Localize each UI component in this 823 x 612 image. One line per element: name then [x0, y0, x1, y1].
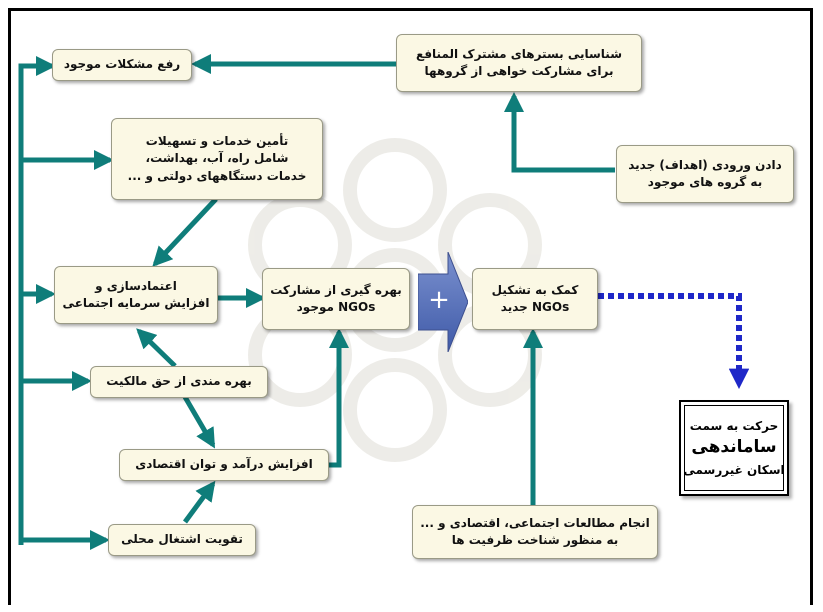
box-studies: انجام مطالعات اجتماعی، اقتصادی و ... به … — [412, 505, 658, 559]
diagram-frame — [8, 8, 813, 605]
box-use-ngos-line1: بهره گیری از مشارکت — [270, 282, 402, 297]
box-new-input-line1: دادن ورودی (اهداف) جدید — [628, 157, 782, 172]
box-use-ngos: بهره گیری از مشارکت NGOs موجود — [262, 268, 410, 330]
box-identify-common-line1: شناسایی بسترهای مشترک المنافع — [416, 46, 623, 61]
final-box: حرکت به سمت ساماندهی اسکان غیررسمی — [679, 400, 789, 496]
arrow-income-to-useNGOs — [328, 328, 349, 468]
box-ownership: بهره مندی از حق مالکیت — [90, 366, 268, 398]
final-line3: اسکان غیررسمی — [683, 462, 785, 477]
box-help-new-ngos: کمک به تشکیل NGOs جدید — [472, 268, 598, 330]
box-new-input-line2: به گروه های موجود — [647, 175, 763, 189]
box-trust-line1: اعتمادسازی و — [95, 278, 177, 293]
box-studies-line2: به منظور شناخت ظرفیت ها — [451, 533, 619, 547]
box-help-new-ngos-line1: کمک به تشکیل — [491, 282, 579, 297]
arrow-newinput-to-identify — [504, 92, 615, 173]
box-help-new-ngos-line2: NGOs جدید — [500, 300, 570, 314]
box-services-line2: شامل راه، آب، بهداشت، — [145, 151, 289, 166]
box-income: افزایش درآمد و توان اقتصادی — [119, 449, 329, 481]
box-services: تأمین خدمات و تسهیلات شامل راه، آب، بهدا… — [111, 118, 323, 200]
plus-arrow-shape — [418, 252, 468, 352]
box-ownership-text: بهره مندی از حق مالکیت — [106, 374, 252, 389]
box-remove-problems: رفع مشکلات موجود — [52, 49, 192, 81]
arrow-trunk-to-remove — [18, 56, 56, 545]
box-employment-text: تقویت اشتغال محلی — [121, 532, 243, 547]
box-remove-problems-text: رفع مشکلات موجود — [63, 57, 181, 72]
arrow-employment-to-income — [182, 480, 216, 524]
box-studies-line1: انجام مطالعات اجتماعی، اقتصادی و ... — [420, 515, 650, 530]
arrow-services-to-trust — [152, 197, 218, 267]
box-services-line1: تأمین خدمات و تسهیلات — [145, 133, 289, 148]
box-trust-building: اعتمادسازی و افزایش سرمایه اجتماعی — [54, 266, 218, 324]
box-identify-common: شناسایی بسترهای مشترک المنافع برای مشارک… — [396, 34, 642, 92]
box-employment: تقویت اشتغال محلی — [108, 524, 256, 556]
final-line2: ساماندهی — [691, 437, 777, 458]
box-services-line3: خدمات دستگاههای دولتی و ... — [127, 168, 307, 183]
plus-symbol: + — [428, 285, 450, 315]
box-new-input: دادن ورودی (اهداف) جدید به گروه های موجو… — [616, 145, 794, 203]
final-line1: حرکت به سمت — [689, 419, 779, 434]
dotted-arrow-to-final — [598, 293, 750, 390]
box-use-ngos-line2: NGOs موجود — [296, 300, 376, 314]
box-income-text: افزایش درآمد و توان اقتصادی — [135, 457, 313, 472]
arrow-ownership-to-trust — [136, 328, 177, 368]
box-identify-common-line2: برای مشارکت خواهی از گروهها — [424, 64, 614, 78]
arrow-ownership-to-income — [182, 395, 216, 449]
box-trust-line2: افزایش سرمایه اجتماعی — [62, 296, 210, 310]
